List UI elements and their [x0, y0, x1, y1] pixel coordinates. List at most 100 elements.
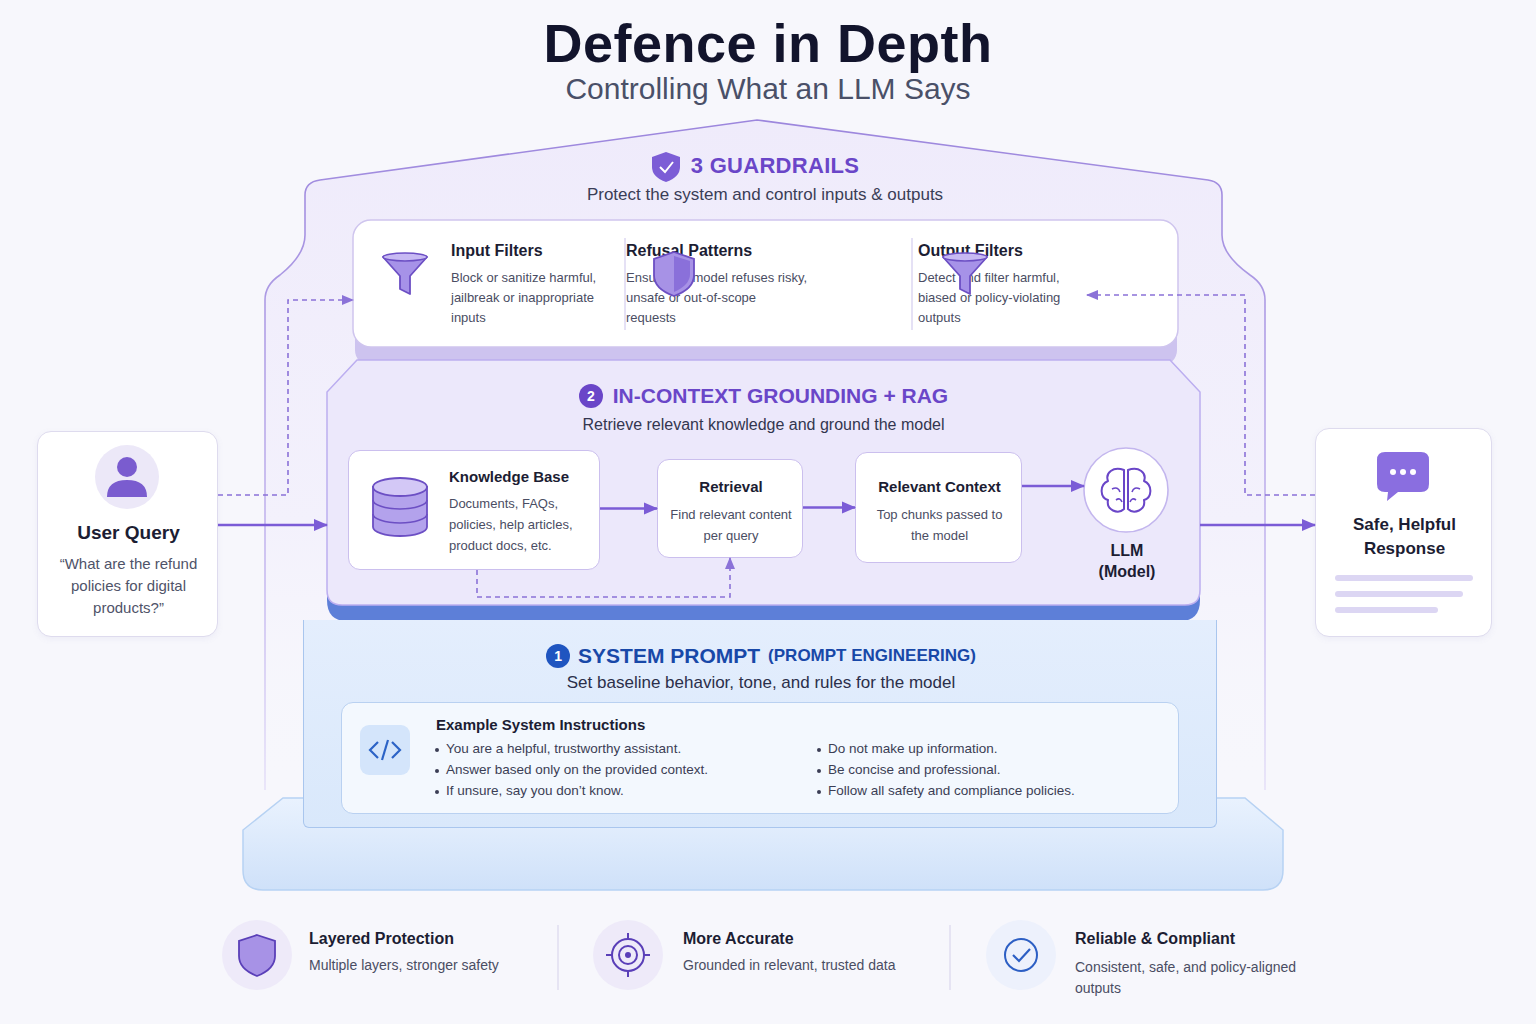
- node-text: User Query: [38, 522, 219, 544]
- code-icon: [360, 725, 410, 775]
- guardrails-band: 3 GUARDRAILSProtect the system and contr…: [262, 120, 1268, 360]
- funnel-shape: [383, 257, 427, 294]
- code-icon-bg: [360, 725, 410, 775]
- node-text: Detect and filter harmful, biased or pol…: [918, 268, 1080, 328]
- rag-layer: 2IN-CONTEXT GROUNDING + RAG Retrieve rele…: [327, 362, 1200, 605]
- rag-layer-surface: [327, 360, 1200, 605]
- node-text: Block or sanitize harmful, jailbreak or …: [451, 268, 616, 328]
- node-text: Ensure the model refuses risky, unsafe o…: [626, 268, 808, 328]
- node-text: Set baseline behavior, tone, and rules f…: [304, 673, 1218, 693]
- node-text: (PROMPT ENGINEERING): [768, 646, 976, 666]
- brain-folds: [1112, 488, 1140, 502]
- bubble-shape: [1377, 452, 1429, 501]
- bullet-item: Follow all safety and compliance policie…: [814, 783, 1075, 798]
- flow-arrow: [1022, 485, 1084, 488]
- guardrails-card-slab: [355, 300, 1177, 366]
- text-line: [1335, 575, 1473, 581]
- flow-arrow: [600, 507, 657, 510]
- bullet-item: You are a helpful, trustworthy assistant…: [432, 741, 681, 756]
- flow-arrow: [803, 506, 855, 509]
- node-text: Protect the system and control inputs & …: [262, 185, 1268, 205]
- refusal-shield-icon: [654, 252, 694, 296]
- response-lines: [1335, 575, 1473, 613]
- target-icon: [593, 920, 663, 990]
- code-slash: [382, 740, 388, 760]
- brain-right: [1128, 469, 1150, 512]
- query-box: User Query “What are the refund policies …: [37, 431, 218, 637]
- dashed-connector: [218, 300, 353, 495]
- dashed-connector: [1087, 295, 1315, 495]
- knowledge-box: Knowledge BaseDocuments, FAQs, policies,…: [348, 450, 600, 570]
- check-ring: [1005, 939, 1037, 971]
- header-row: 1SYSTEM PROMPT(PROMPT ENGINEERING): [304, 644, 1218, 668]
- card-divider: [624, 238, 626, 330]
- feature-title: More Accurate: [683, 930, 794, 948]
- funnel-rim: [943, 253, 987, 261]
- rag-layer-edge: [327, 360, 1200, 621]
- node-text: Retrieval: [658, 478, 804, 495]
- bullet-item: Answer based only on the provided contex…: [432, 762, 708, 777]
- cylinder-top: [373, 478, 427, 496]
- brain-icon: [1084, 448, 1168, 532]
- guardrails-house-outline: [265, 120, 1265, 790]
- target-cross: [606, 933, 650, 977]
- shield-shade: [674, 256, 690, 292]
- callout-number: 1: [546, 644, 570, 668]
- feature-title: Reliable & Compliant: [1075, 930, 1235, 948]
- check-mark: [1013, 949, 1030, 961]
- bullet-item: Do not make up information.: [814, 741, 998, 756]
- model-node: LLM (Model): [1084, 448, 1170, 584]
- shield-shape: [654, 252, 694, 296]
- guardrail-item: Input FiltersBlock or sanitize harmful, …: [353, 220, 625, 347]
- layered-icon: [222, 920, 292, 990]
- code-bracket: [392, 742, 400, 758]
- footer-divider: [949, 925, 951, 990]
- user-icon-body: [107, 480, 147, 497]
- code-bracket: [370, 742, 378, 758]
- node-text: Output Filters: [918, 242, 1023, 260]
- bubble-dot: [1400, 469, 1406, 475]
- text-line: [1335, 591, 1463, 597]
- node-text: Input Filters: [451, 242, 543, 260]
- guardrails-card: [353, 220, 1178, 347]
- feature-text: Consistent, safe, and policy-aligned out…: [1075, 957, 1315, 999]
- response-box: Safe, Helpful Response: [1315, 428, 1492, 637]
- funnel-shape: [943, 257, 987, 294]
- shield-check: [660, 162, 673, 172]
- node-text: 3 GUARDRAILS: [272, 153, 1278, 179]
- check-icon: [986, 920, 1056, 990]
- shield-shape: [239, 935, 275, 976]
- node-text: Safe, Helpful Response: [1338, 513, 1471, 561]
- funnel-rim: [383, 253, 427, 261]
- feature-text: Grounded in relevant, trusted data: [683, 957, 895, 973]
- node-text: Top chunks passed to the model: [870, 504, 1009, 546]
- icon-circle: [222, 920, 292, 990]
- node-text: “What are the refund policies for digita…: [50, 553, 207, 619]
- diagram-title: Defence in Depth: [0, 12, 1536, 74]
- bullet-item: Be concise and professional.: [814, 762, 1001, 777]
- target-dot: [625, 952, 631, 958]
- feature-title: Layered Protection: [309, 930, 454, 948]
- node-text: Knowledge Base: [449, 468, 569, 485]
- node-text: Retrieve relevant knowledge and ground t…: [327, 416, 1200, 434]
- process-box: Relevant ContextTop chunks passed to the…: [855, 452, 1022, 563]
- system-prompt-layer: 1SYSTEM PROMPT(PROMPT ENGINEERING) Set ba…: [303, 620, 1217, 828]
- guardrails-house-fill: [265, 120, 1265, 790]
- input-funnel-icon: [383, 253, 427, 294]
- node-text: Find relevant content per query: [668, 504, 794, 546]
- footer-divider: [557, 925, 559, 990]
- bullet-item: If unsure, say you don’t know.: [432, 783, 624, 798]
- bubble-dot: [1410, 469, 1416, 475]
- header-row: 2IN-CONTEXT GROUNDING + RAG: [327, 384, 1200, 408]
- brain-left: [1102, 469, 1124, 512]
- guardrail-item: Output FiltersDetect and filter harmful,…: [821, 220, 1087, 347]
- feature-text: Multiple layers, stronger safety: [309, 957, 499, 973]
- icon-circle: [593, 920, 663, 990]
- llm-circle: [1084, 448, 1168, 532]
- text-line: [1335, 607, 1438, 613]
- flow-arrow: [218, 524, 327, 527]
